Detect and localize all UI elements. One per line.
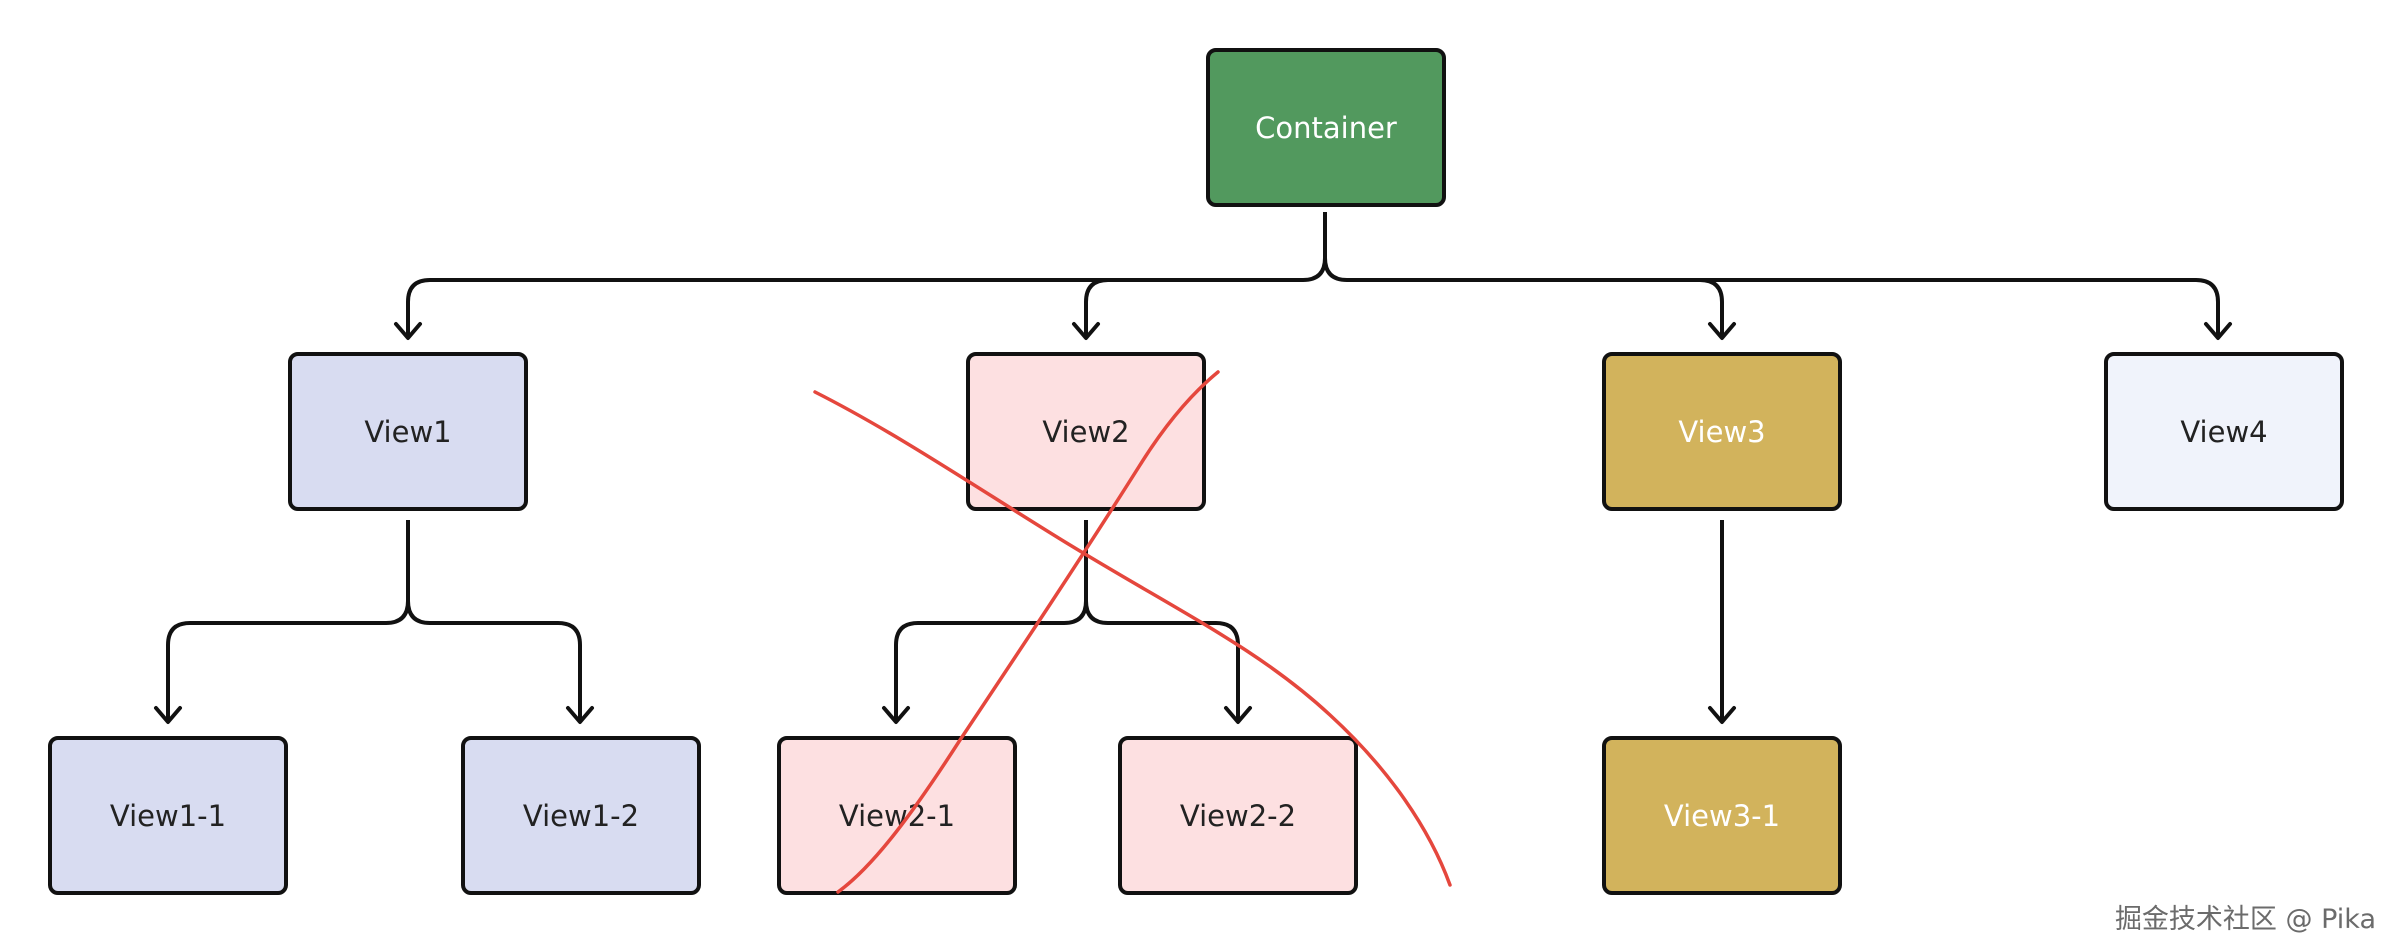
- arrowhead-view3: [1708, 322, 1736, 340]
- svg-text:View3: View3: [1678, 415, 1765, 449]
- arrowhead-view2: [1072, 322, 1100, 340]
- arrowhead-view2-1: [882, 706, 910, 724]
- node-container: Container: [1206, 48, 1446, 207]
- arrowhead-view1-2: [566, 706, 594, 724]
- connector-view1-children: [166, 520, 582, 719]
- cross-stroke-2: [836, 370, 1220, 894]
- arrowhead-view4: [2204, 322, 2232, 340]
- node-view3-1: View3-1: [1602, 736, 1842, 895]
- svg-text:View2-2: View2-2: [1180, 799, 1296, 833]
- svg-text:View4: View4: [2180, 415, 2267, 449]
- node-view4: View4: [2104, 352, 2344, 511]
- arrowhead-view2-2: [1224, 706, 1252, 724]
- svg-text:View1: View1: [364, 415, 451, 449]
- svg-text:View2: View2: [1042, 415, 1129, 449]
- watermark-text: 掘金技术社区 @ Pika: [2114, 904, 2376, 935]
- arrowheads: [154, 322, 2232, 724]
- cross-stroke-1: [813, 390, 1452, 887]
- node-view1: View1: [288, 352, 528, 511]
- node-view2-1: View2-1: [777, 736, 1017, 895]
- svg-text:View2-1: View2-1: [839, 799, 955, 833]
- node-view2: View2: [966, 352, 1206, 511]
- arrowhead-view1-1: [154, 706, 182, 724]
- connector-view2-children: [894, 520, 1240, 719]
- node-view1-2: View1-2: [461, 736, 701, 895]
- node-view2-2: View2-2: [1118, 736, 1358, 895]
- svg-text:Container: Container: [1255, 111, 1397, 145]
- arrowhead-view3-1: [1708, 706, 1736, 724]
- node-view1-1: View1-1: [48, 736, 288, 895]
- arrowhead-view1: [394, 322, 422, 340]
- connectors: [166, 212, 2220, 719]
- svg-text:View1-1: View1-1: [110, 799, 226, 833]
- node-view3: View3: [1602, 352, 1842, 511]
- svg-text:View3-1: View3-1: [1664, 799, 1780, 833]
- svg-text:View1-2: View1-2: [523, 799, 639, 833]
- connector-container-children: [406, 212, 2220, 336]
- cross-out-mark: [813, 370, 1452, 894]
